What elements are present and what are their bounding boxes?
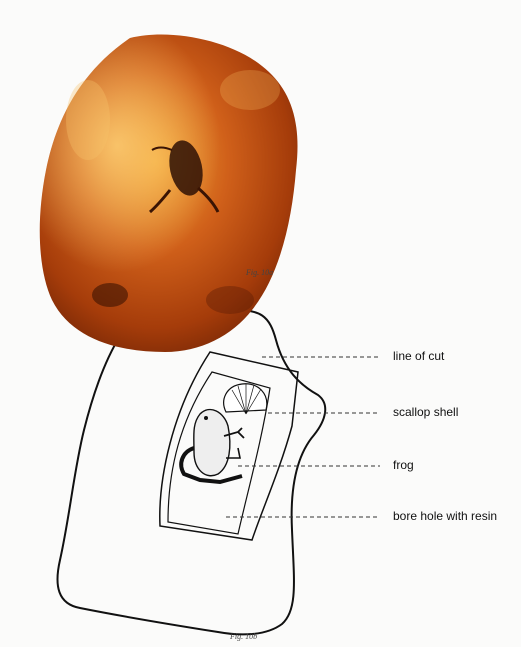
label-line-of-cut: line of cut bbox=[393, 349, 444, 363]
label-bore-hole: bore hole with resin bbox=[393, 509, 497, 523]
amber-photo bbox=[40, 34, 298, 352]
frog-drawing bbox=[181, 410, 244, 482]
label-frog: frog bbox=[393, 458, 414, 472]
figure-a-caption: Fig. 10a bbox=[246, 268, 273, 277]
amber-outline-drawing bbox=[57, 310, 325, 634]
leader-lines bbox=[226, 357, 380, 517]
label-scallop-shell: scallop shell bbox=[393, 405, 458, 419]
scallop-shell-drawing bbox=[224, 384, 267, 414]
figure-b-caption: Fig. 10b bbox=[230, 632, 257, 641]
